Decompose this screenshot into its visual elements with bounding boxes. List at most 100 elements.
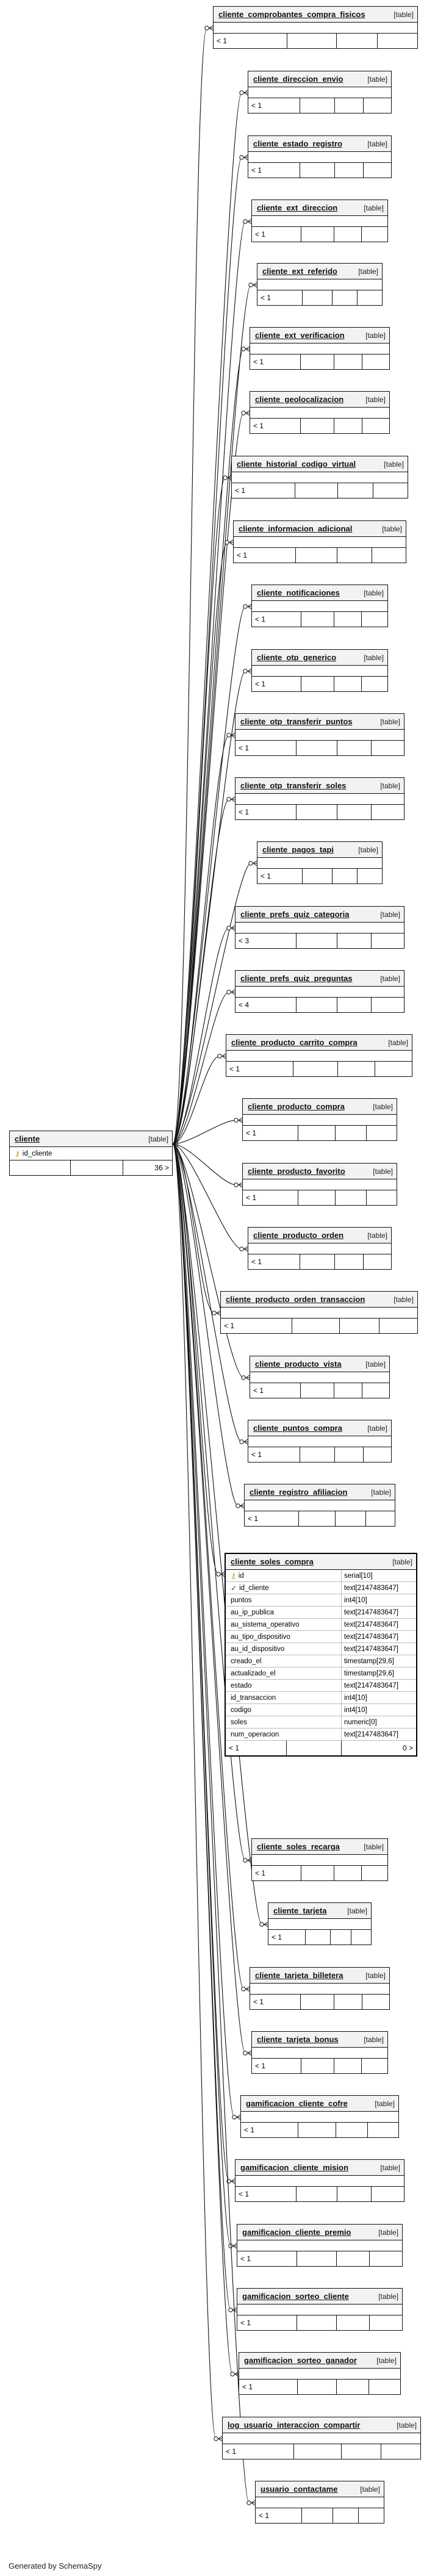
table-name[interactable]: cliente_producto_orden_transaccion — [226, 1295, 365, 1304]
table-name[interactable]: cliente_tarjeta — [273, 1906, 327, 1915]
table-cliente-estado-registro[interactable]: cliente_estado_registro[table]< 1 — [248, 135, 392, 178]
parents-count[interactable]: < 1 — [250, 419, 301, 433]
parents-count[interactable]: < 1 — [214, 34, 287, 48]
parents-count[interactable]: < 1 — [252, 1866, 301, 1880]
table-cliente-notificaciones[interactable]: cliente_notificaciones[table]< 1 — [251, 585, 388, 627]
table-cliente-tarjeta[interactable]: cliente_tarjeta[table]< 1 — [268, 1902, 372, 1945]
table-cliente-prefs-quiz-preguntas[interactable]: cliente_prefs_quiz_preguntas[table]< 4 — [235, 970, 404, 1013]
table-name[interactable]: cliente_soles_compra — [231, 1557, 314, 1566]
table-gamificacion-cliente-mision[interactable]: gamificacion_cliente_mision[table]< 1 — [235, 2159, 404, 2202]
parents-count[interactable]: < 1 — [239, 2380, 298, 2394]
parents-count[interactable]: < 1 — [248, 163, 300, 178]
table-cliente-tarjeta-billetera[interactable]: cliente_tarjeta_billetera[table]< 1 — [250, 1967, 390, 2010]
table-cliente-informacion-adicional[interactable]: cliente_informacion_adicional[table]< 1 — [233, 520, 406, 563]
table-cliente-registro-afiliacion[interactable]: cliente_registro_afiliacion[table]< 1 — [244, 1484, 395, 1527]
table-cliente-historial-codigo-virtual[interactable]: cliente_historial_codigo_virtual[table]<… — [231, 456, 408, 498]
table-cliente-prefs-quiz-categoria[interactable]: cliente_prefs_quiz_categoria[table]< 3 — [235, 906, 404, 949]
parents-count[interactable]: < 1 — [252, 677, 301, 691]
parents-count[interactable]: < 1 — [235, 741, 297, 755]
table-cliente-otp-transferir-soles[interactable]: cliente_otp_transferir_soles[table]< 1 — [235, 777, 404, 820]
table-name[interactable]: cliente_ext_verificacion — [255, 331, 345, 340]
parents-count[interactable]: < 1 — [234, 548, 296, 563]
parents-count[interactable]: < 1 — [256, 2508, 302, 2523]
parents-count[interactable]: < 1 — [250, 1383, 301, 1398]
parents-count[interactable]: < 1 — [237, 2315, 297, 2330]
parents-count[interactable]: < 1 — [226, 1062, 293, 1076]
table-cliente-ext-direccion[interactable]: cliente_ext_direccion[table]< 1 — [251, 200, 388, 242]
table-cliente[interactable]: cliente [table] ⚷ id_cliente 36 > — [9, 1131, 173, 1176]
table-name[interactable]: gamificacion_cliente_premio — [242, 2228, 351, 2237]
parents-count[interactable]: < 1 — [248, 1447, 300, 1462]
parents-count[interactable]: < 1 — [223, 2444, 294, 2459]
table-name[interactable]: cliente_prefs_quiz_preguntas — [240, 974, 353, 983]
table-name[interactable]: cliente_otp_transferir_puntos — [240, 717, 353, 726]
table-cliente-otp-generico[interactable]: cliente_otp_generico[table]< 1 — [251, 649, 388, 692]
parents-count[interactable]: < 1 — [248, 1254, 300, 1269]
table-cliente-pagos-tapi[interactable]: cliente_pagos_tapi[table]< 1 — [257, 841, 383, 884]
table-cliente-geolocalizacion[interactable]: cliente_geolocalizacion[table]< 1 — [250, 391, 390, 434]
parents-count[interactable]: < 1 — [237, 2251, 297, 2266]
table-name[interactable]: cliente_direccion_envio — [253, 74, 343, 84]
table-name[interactable]: cliente_informacion_adicional — [239, 524, 353, 533]
parents-count[interactable]: < 1 — [226, 1741, 287, 1755]
table-cliente-producto-orden-transaccion[interactable]: cliente_producto_orden_transaccion[table… — [220, 1291, 418, 1334]
parents-count[interactable]: < 1 — [248, 98, 300, 113]
parents-count[interactable]: < 1 — [250, 1995, 301, 2009]
table-name[interactable]: usuario_contactame — [261, 2484, 338, 2494]
table-name[interactable]: cliente_pagos_tapi — [262, 845, 334, 854]
table-gamificacion-sorteo-ganador[interactable]: gamificacion_sorteo_ganador[table]< 1 — [239, 2352, 401, 2395]
table-cliente-producto-orden[interactable]: cliente_producto_orden[table]< 1 — [248, 1227, 392, 1270]
table-usuario-contactame[interactable]: usuario_contactame[table]< 1 — [255, 2481, 384, 2524]
table-cliente-soles-recarga[interactable]: cliente_soles_recarga[table]< 1 — [251, 1838, 388, 1881]
table-cliente-producto-compra[interactable]: cliente_producto_compra[table]< 1 — [242, 1098, 397, 1141]
parents-count[interactable]: < 1 — [257, 869, 303, 883]
parents-count[interactable]: < 1 — [243, 1126, 298, 1140]
children-count[interactable]: 0 > — [402, 1744, 413, 1752]
table-name[interactable]: cliente_ext_referido — [262, 267, 337, 276]
table-name[interactable]: cliente_comprobantes_compra_fisicos — [218, 10, 365, 19]
table-name[interactable]: cliente_puntos_compra — [253, 1423, 342, 1433]
table-gamificacion-cliente-cofre[interactable]: gamificacion_cliente_cofre[table]< 1 — [240, 2095, 399, 2138]
table-cliente-producto-favorito[interactable]: cliente_producto_favorito[table]< 1 — [242, 1163, 397, 1206]
table-name[interactable]: cliente_notificaciones — [257, 588, 340, 597]
parents-count[interactable]: < 1 — [243, 1190, 298, 1205]
table-name[interactable]: cliente_geolocalizacion — [255, 395, 344, 404]
parents-count[interactable]: < 1 — [221, 1319, 292, 1333]
table-name[interactable]: cliente_tarjeta_billetera — [255, 1971, 343, 1980]
table-name[interactable]: cliente_historial_codigo_virtual — [237, 459, 356, 469]
table-name[interactable]: cliente_prefs_quiz_categoria — [240, 910, 350, 919]
table-name[interactable]: cliente_ext_direccion — [257, 203, 338, 212]
table-name[interactable]: cliente_otp_generico — [257, 653, 337, 662]
table-name[interactable]: cliente_tarjeta_bonus — [257, 2035, 339, 2044]
table-name[interactable]: gamificacion_cliente_mision — [240, 2163, 349, 2172]
parents-count[interactable]: < 1 — [232, 483, 295, 498]
table-name[interactable]: cliente_registro_afiliacion — [250, 1488, 348, 1497]
table-name[interactable]: cliente_soles_recarga — [257, 1842, 340, 1851]
table-name[interactable]: gamificacion_cliente_cofre — [246, 2099, 348, 2108]
table-log-usuario-interaccion-compartir[interactable]: log_usuario_interaccion_compartir[table]… — [222, 2417, 421, 2459]
table-cliente-direccion-envio[interactable]: cliente_direccion_envio[table]< 1 — [248, 71, 392, 113]
parents-count[interactable]: < 1 — [252, 612, 301, 627]
parents-count[interactable]: < 1 — [235, 805, 297, 819]
table-name[interactable]: log_usuario_interaccion_compartir — [228, 2420, 361, 2430]
parents-count[interactable]: < 1 — [252, 2059, 301, 2073]
table-name[interactable]: cliente_producto_orden — [253, 1231, 344, 1240]
table-name[interactable]: cliente_producto_vista — [255, 1359, 342, 1369]
children-count[interactable]: 36 > — [154, 1164, 169, 1172]
parents-count[interactable]: < 1 — [250, 354, 301, 369]
parents-count[interactable] — [10, 1160, 71, 1175]
table-name[interactable]: gamificacion_sorteo_ganador — [244, 2356, 357, 2365]
table-name[interactable]: cliente_producto_compra — [248, 1102, 345, 1111]
table-name[interactable]: cliente_producto_favorito — [248, 1167, 345, 1176]
parents-count[interactable]: < 4 — [235, 998, 297, 1012]
table-cliente-ext-referido[interactable]: cliente_ext_referido[table]< 1 — [257, 263, 383, 306]
table-name[interactable]: cliente_estado_registro — [253, 139, 342, 148]
table-gamificacion-cliente-premio[interactable]: gamificacion_cliente_premio[table]< 1 — [237, 2224, 403, 2267]
table-cliente-comprobantes-compra-fisicos[interactable]: cliente_comprobantes_compra_fisicos[tabl… — [213, 6, 418, 49]
table-name[interactable]: gamificacion_sorteo_cliente — [242, 2292, 349, 2301]
parents-count[interactable]: < 3 — [235, 934, 297, 948]
table-name[interactable]: cliente_producto_carrito_compra — [231, 1038, 358, 1047]
table-cliente-producto-carrito-compra[interactable]: cliente_producto_carrito_compra[table]< … — [226, 1034, 412, 1077]
parents-count[interactable]: < 1 — [268, 1930, 306, 1945]
